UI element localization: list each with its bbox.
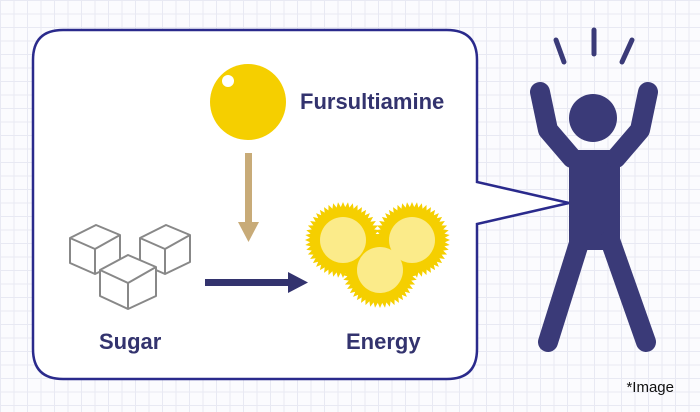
fursultiamine-ball-icon <box>210 64 286 140</box>
sugar-label: Sugar <box>99 329 162 354</box>
sugar-cubes-icon <box>69 224 191 310</box>
energy-sun-core <box>389 217 435 263</box>
excited-person-icon <box>530 27 658 352</box>
energy-label: Energy <box>346 329 421 354</box>
image-note: *Image <box>626 379 674 396</box>
energy-sun-core <box>357 247 403 293</box>
energy-icon <box>305 202 450 308</box>
energy-sun-core <box>320 217 366 263</box>
speech-bubble <box>31 28 570 381</box>
right-arrow-icon <box>205 272 308 293</box>
down-arrow-icon <box>238 153 259 242</box>
fursultiamine-label: Fursultiamine <box>300 89 445 114</box>
